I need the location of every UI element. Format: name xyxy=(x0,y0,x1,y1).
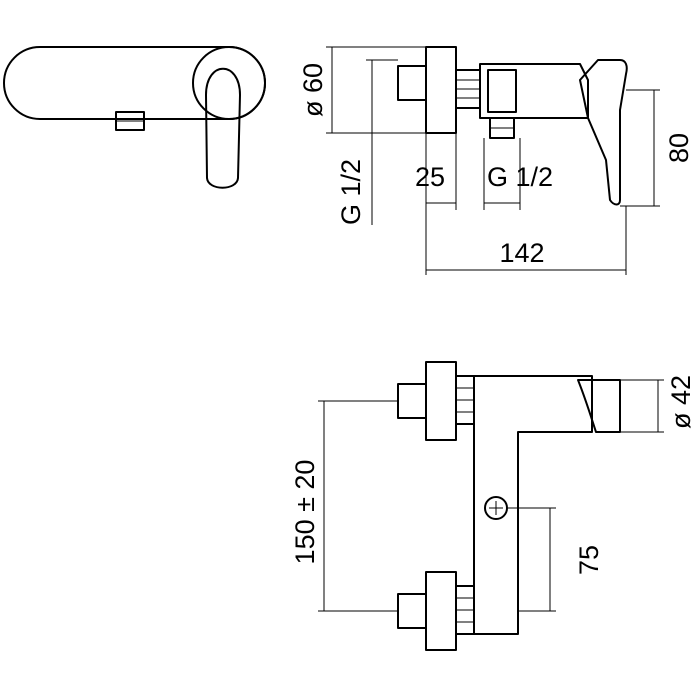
side-view-wall-pipe xyxy=(397,65,427,101)
label-side-depth: 25 xyxy=(415,162,445,192)
label-side-thread: G 1/2 xyxy=(336,159,366,225)
front-outlet-screw xyxy=(484,496,508,520)
label-outlet-thread: G 1/2 xyxy=(487,162,553,192)
label-side-diameter: ø 60 xyxy=(298,63,328,117)
front-body xyxy=(473,375,593,635)
side-view-body xyxy=(479,63,589,119)
side-view-lever xyxy=(579,59,628,206)
side-view-rosette xyxy=(425,46,457,134)
side-view-body-insert xyxy=(487,69,517,113)
label-outlet-offset: 75 xyxy=(574,545,604,575)
front-handle xyxy=(577,379,621,433)
top-view-body xyxy=(3,46,266,120)
front-lower-pipe xyxy=(397,593,427,629)
front-upper-rosette xyxy=(425,361,457,441)
label-length: 142 xyxy=(499,238,544,268)
side-view: ø 60 G 1/2 25 G 1/2 80 142 xyxy=(298,46,694,275)
top-view-handle-rosette xyxy=(192,46,266,120)
label-front-diameter: ø 42 xyxy=(666,375,696,429)
front-view: 150 ± 20 ø 42 75 xyxy=(290,361,696,651)
front-lower-rosette xyxy=(425,571,457,651)
top-view-lever xyxy=(205,67,241,189)
label-height: 80 xyxy=(664,133,694,163)
front-upper-pipe xyxy=(397,383,427,419)
top-view xyxy=(3,46,266,189)
label-centers: 150 ± 20 xyxy=(290,460,320,565)
